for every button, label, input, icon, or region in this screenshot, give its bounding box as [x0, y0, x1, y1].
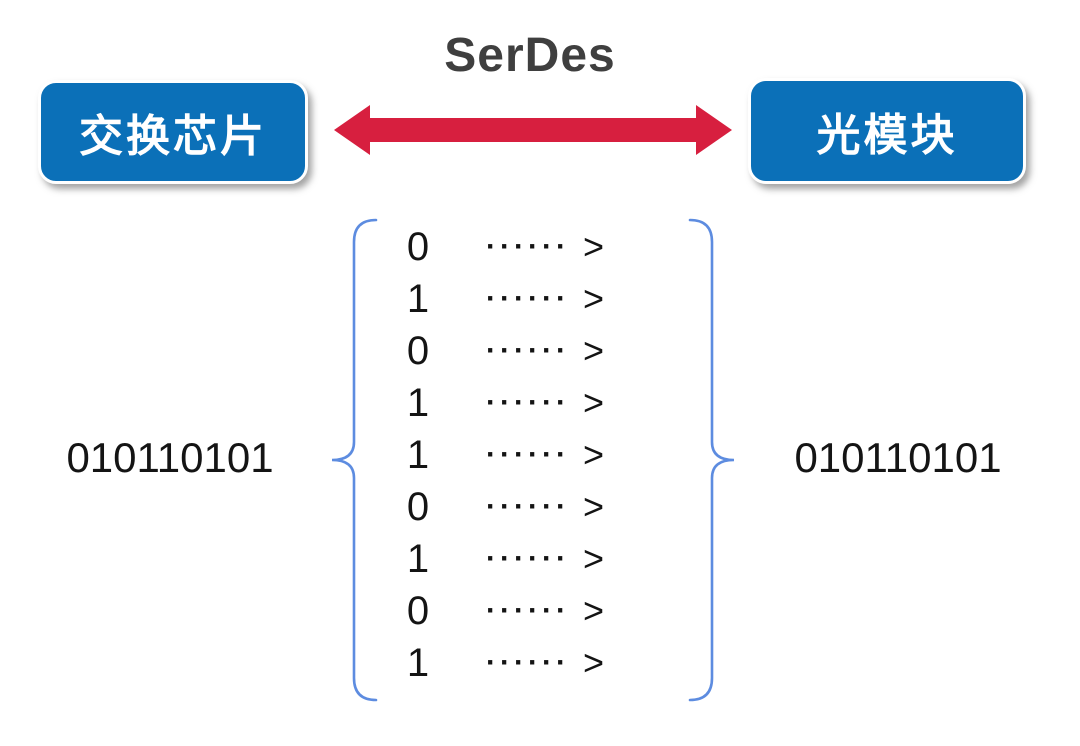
bit-value: 1	[406, 381, 430, 425]
optical-module-box: 光模块	[748, 78, 1026, 184]
dotted-line: ······	[486, 282, 570, 315]
bit-value: 0	[406, 225, 430, 269]
dotted-line: ······	[486, 438, 570, 471]
arrow-right-glyph: >	[583, 642, 605, 683]
bit-value: 1	[406, 537, 430, 581]
arrow-right-glyph: >	[583, 486, 605, 527]
arrow-right-glyph: >	[583, 538, 605, 579]
bit-value: 1	[406, 277, 430, 321]
switch-chip-label: 交换芯片	[79, 112, 267, 161]
dotted-line: ······	[486, 334, 570, 367]
bit-row: 1 ······ >	[400, 377, 630, 429]
bit-value: 1	[406, 641, 430, 685]
double-arrow-shape	[334, 105, 732, 155]
right-binary-value: 010110101	[794, 434, 1002, 481]
dotted-line: ······	[486, 230, 570, 263]
arrow-right-glyph: >	[583, 278, 605, 319]
bit-row: 1 ······ >	[400, 429, 630, 481]
left-brace-icon	[331, 218, 378, 702]
arrow-right-glyph: >	[583, 590, 605, 631]
dotted-line: ······	[486, 646, 570, 679]
double-arrow-icon	[334, 105, 732, 155]
optical-module-label: 光模块	[816, 111, 958, 160]
bit-row: 1 ······ >	[400, 273, 630, 325]
bit-value: 1	[406, 433, 430, 477]
left-brace-path	[331, 218, 378, 702]
bit-value: 0	[406, 589, 430, 633]
right-brace-path	[688, 218, 735, 702]
bit-row: 1 ······ >	[400, 533, 630, 585]
right-brace-icon	[688, 218, 735, 702]
bit-row: 1 ······ >	[400, 637, 630, 689]
bit-row: 0 ······ >	[400, 481, 630, 533]
bit-row: 0 ······ >	[400, 585, 630, 637]
diagram-title: SerDes	[444, 29, 616, 82]
left-binary-value: 010110101	[66, 434, 274, 481]
bit-value: 0	[406, 485, 430, 529]
bit-row: 0 ······ >	[400, 221, 630, 273]
dotted-line: ······	[486, 386, 570, 419]
dotted-line: ······	[486, 490, 570, 523]
arrow-right-glyph: >	[583, 330, 605, 371]
arrow-right-glyph: >	[583, 226, 605, 267]
arrow-right-glyph: >	[583, 382, 605, 423]
dotted-line: ······	[486, 542, 570, 575]
bit-value: 0	[406, 329, 430, 373]
switch-chip-box: 交换芯片	[38, 80, 308, 184]
bit-row: 0 ······ >	[400, 325, 630, 377]
arrow-right-glyph: >	[583, 434, 605, 475]
serial-bit-stream: 0 ······ > 1 ······ > 0 ······ > 1 ·····…	[400, 221, 630, 689]
dotted-line: ······	[486, 594, 570, 627]
